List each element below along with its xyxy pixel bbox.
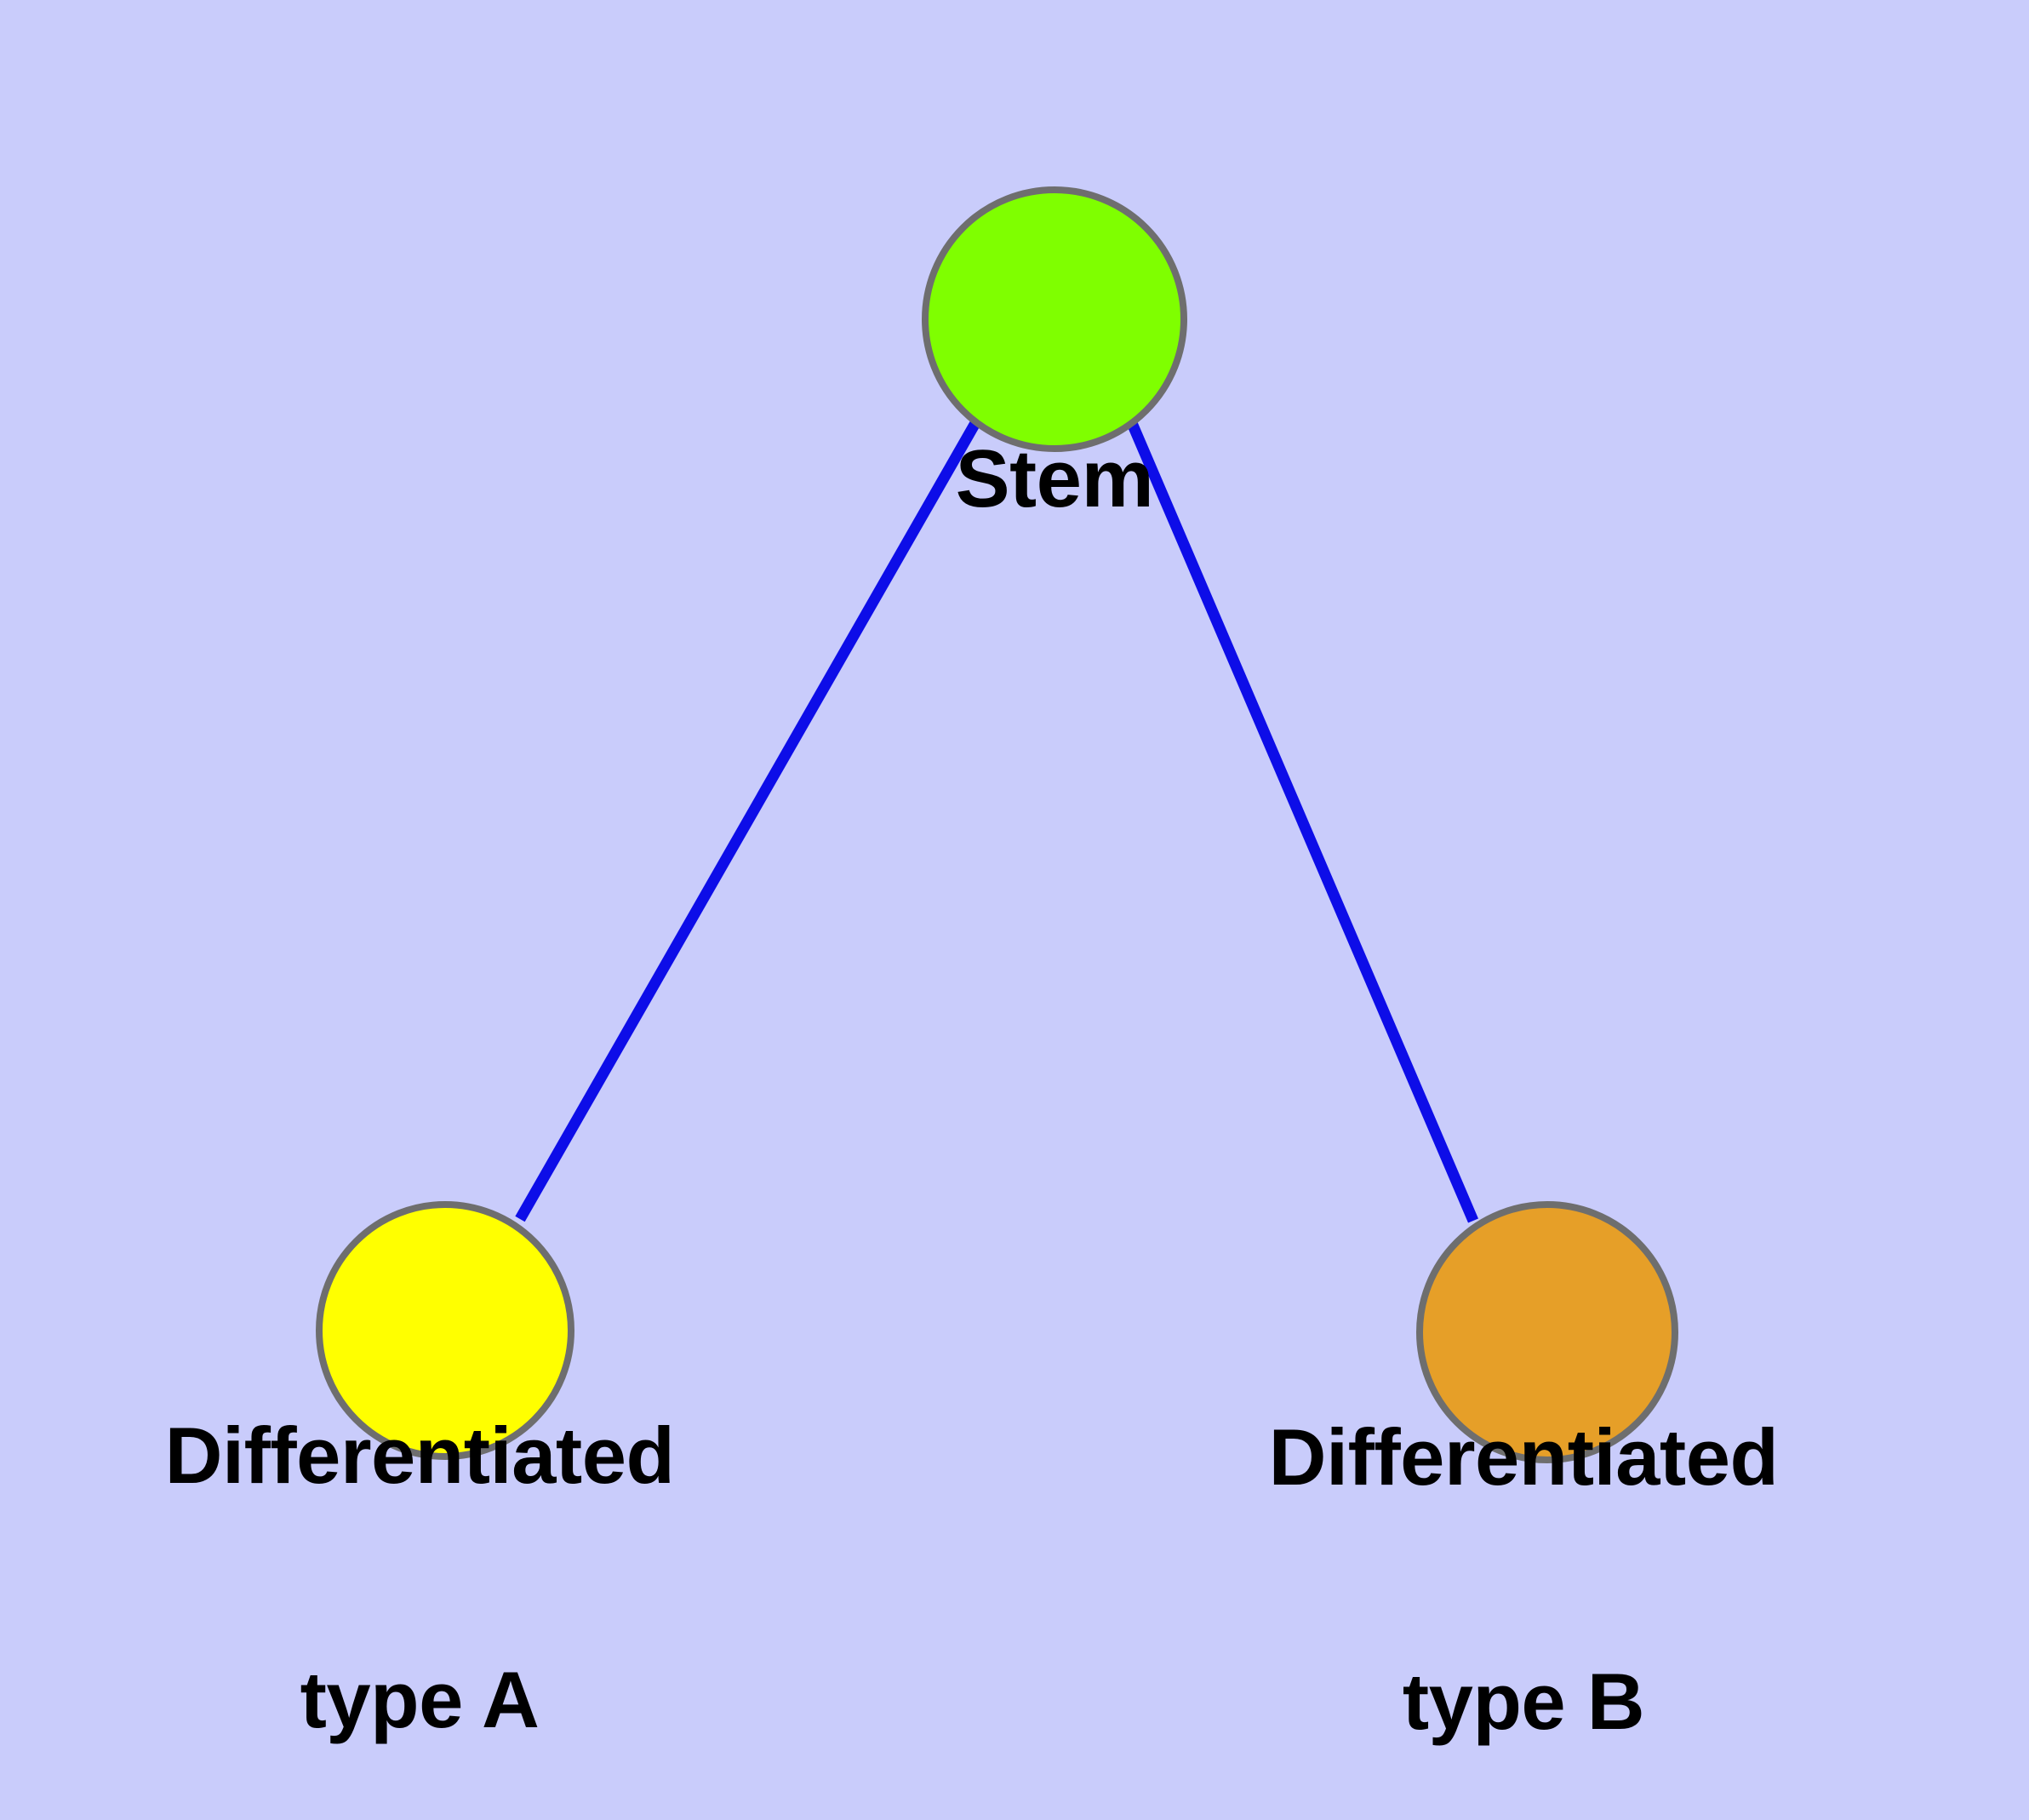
- edge-stem-to-differentiated-type-b[interactable]: [1127, 421, 1478, 1223]
- edge-stem-to-differentiated-type-a[interactable]: [515, 420, 980, 1222]
- node-layer: [316, 186, 1678, 1463]
- node-differentiated-type-a[interactable]: [316, 1201, 574, 1460]
- edge-layer: [515, 420, 1478, 1223]
- node-stem[interactable]: [922, 186, 1187, 452]
- node-differentiated-type-b[interactable]: [1416, 1201, 1678, 1463]
